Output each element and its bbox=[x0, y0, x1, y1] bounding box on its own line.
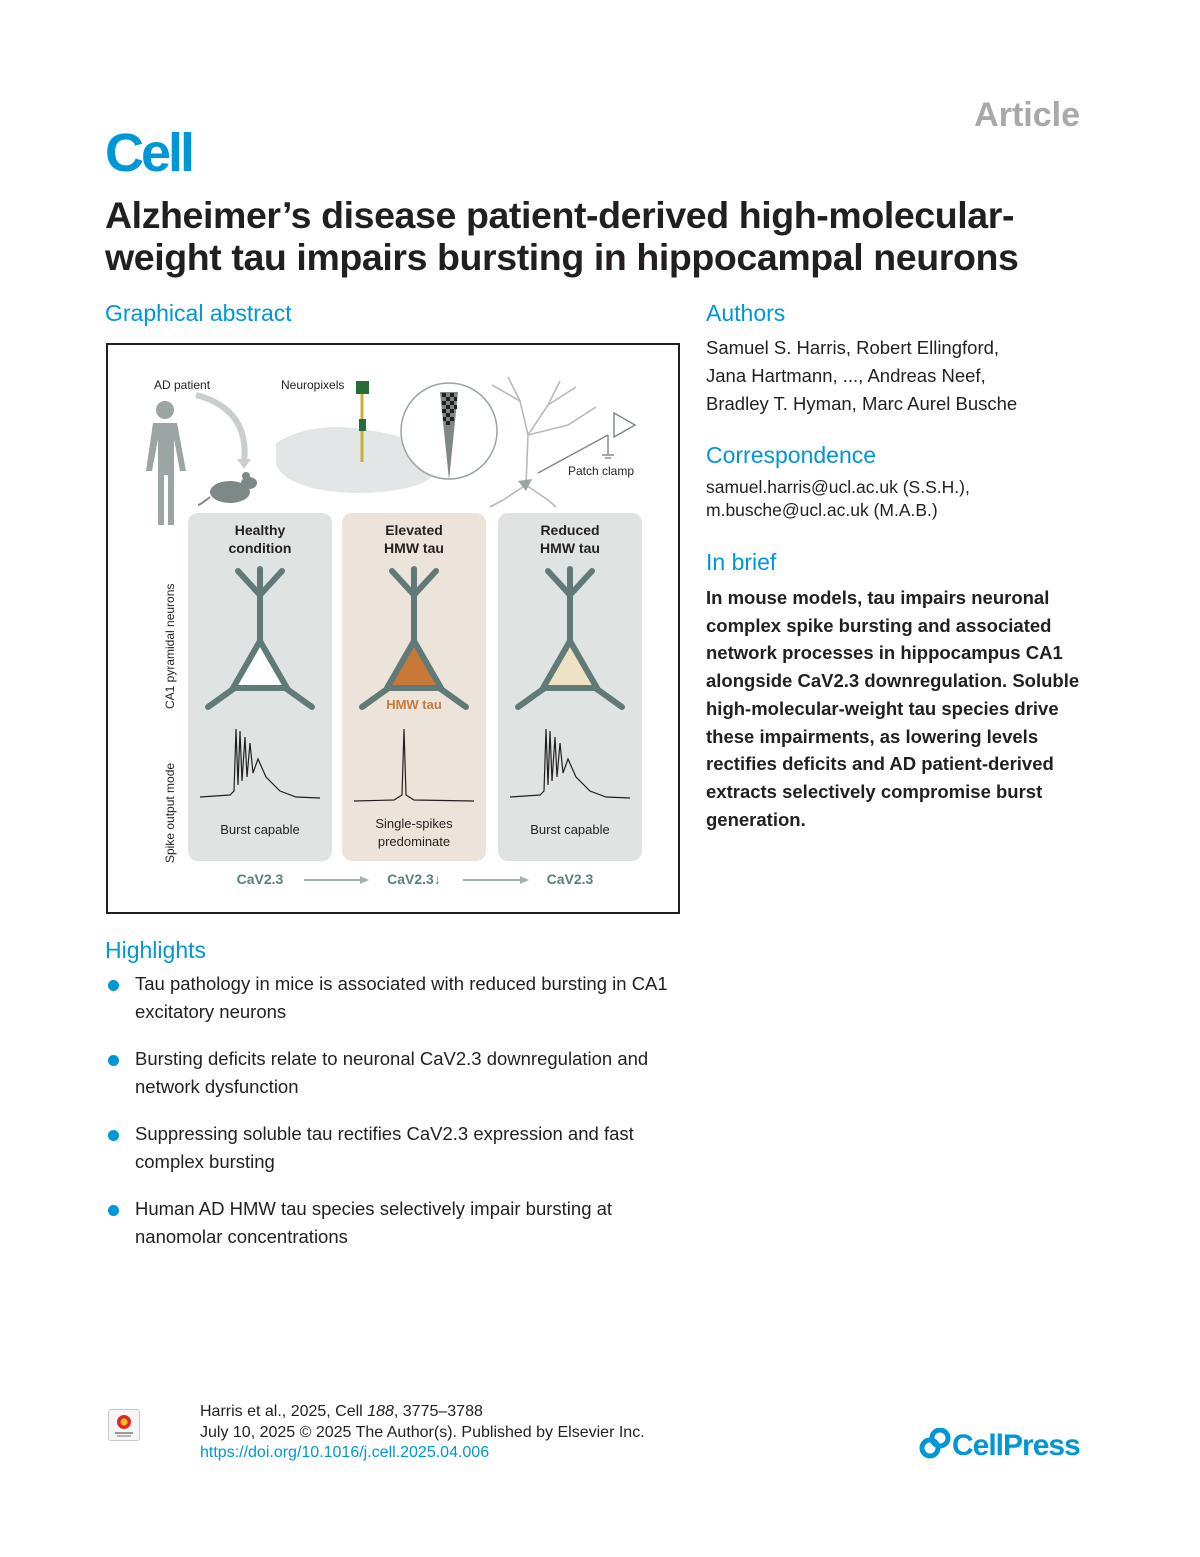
patch-pipette-icon bbox=[537, 434, 609, 474]
mouse-brain-icon bbox=[276, 426, 440, 493]
row-label-neurons: CA1 pyramidal neurons bbox=[163, 584, 177, 709]
authors-heading: Authors bbox=[706, 300, 786, 326]
ad-patient-label: AD patient bbox=[154, 378, 211, 392]
doi-link[interactable]: https://doi.org/10.1016/j.cell.2025.04.0… bbox=[200, 1444, 490, 1461]
correspondence-emails: samuel.harris@ucl.ac.uk (S.S.H.), m.busc… bbox=[706, 476, 1086, 522]
neuron-soma bbox=[540, 638, 600, 691]
cellpress-logo: CellPress bbox=[918, 1427, 1081, 1462]
in-brief-heading: In brief bbox=[706, 549, 777, 575]
burst-trace bbox=[199, 728, 321, 799]
highlights-list: Tau pathology in mice is associated with… bbox=[105, 970, 695, 1270]
citation-line: Harris et al., 2025, Cell 188, 3775–3788 bbox=[200, 1402, 645, 1423]
graphical-abstract-heading: Graphical abstract bbox=[105, 300, 292, 326]
probe-sites-icon bbox=[442, 393, 457, 425]
spike-mode-label: predominate bbox=[378, 834, 450, 849]
citation-prefix: Harris et al., 2025, Cell bbox=[200, 1403, 368, 1420]
correspondence-email[interactable]: m.busche@ucl.ac.uk (M.A.B.) bbox=[706, 500, 938, 520]
highlight-text: Suppressing soluble tau rectifies CaV2.3… bbox=[135, 1123, 634, 1172]
correspondence-email[interactable]: samuel.harris@ucl.ac.uk (S.S.H.), bbox=[706, 477, 970, 497]
patched-neuron-icon bbox=[489, 376, 597, 508]
date-line: July 10, 2025 © 2025 The Author(s). Publ… bbox=[200, 1423, 645, 1441]
journal-logo: Cell bbox=[105, 123, 195, 183]
amplifier-icon bbox=[613, 411, 637, 439]
neuron-soma bbox=[230, 638, 290, 691]
authors-line: Jana Hartmann, ..., Andreas Neef, bbox=[706, 365, 986, 386]
article-type-label: Article bbox=[974, 96, 1080, 134]
highlight-text: Tau pathology in mice is associated with… bbox=[135, 973, 668, 1022]
graphical-abstract-figure: AD patient Neuropixels bbox=[106, 343, 680, 914]
correspondence-heading: Correspondence bbox=[706, 442, 877, 468]
spike-mode-label: Burst capable bbox=[530, 822, 610, 837]
citation-volume: 188 bbox=[367, 1403, 394, 1420]
highlight-text: Bursting deficits relate to neuronal CaV… bbox=[135, 1048, 649, 1097]
bullet-icon bbox=[108, 1205, 119, 1216]
neuron-soma bbox=[384, 638, 444, 691]
cellpress-mark-icon bbox=[919, 1427, 951, 1459]
cellpress-wordmark: CellPress bbox=[952, 1429, 1081, 1462]
panel-title: Healthy bbox=[235, 522, 286, 538]
authors-line: Samuel S. Harris, Robert Ellingford, bbox=[706, 337, 1000, 358]
transfer-arrowhead-icon bbox=[237, 459, 251, 469]
highlight-item: Bursting deficits relate to neuronal CaV… bbox=[105, 1045, 695, 1101]
in-brief-text: In mouse models, tau impairs neuronal co… bbox=[706, 587, 1080, 830]
bullet-icon bbox=[108, 980, 119, 991]
human-silhouette-icon bbox=[146, 401, 186, 525]
authors-list: Samuel S. Harris, Robert Ellingford, Jan… bbox=[706, 334, 1086, 418]
highlight-item: Suppressing soluble tau rectifies CaV2.3… bbox=[105, 1120, 695, 1176]
single-spike-trace bbox=[353, 728, 475, 802]
highlight-item: Human AD HMW tau species selectively imp… bbox=[105, 1195, 695, 1251]
neuropixels-label: Neuropixels bbox=[281, 378, 344, 392]
spike-mode-label: Burst capable bbox=[220, 822, 300, 837]
article-title: Alzheimer’s disease patient-derived high… bbox=[105, 194, 1019, 278]
cav23-label: CaV2.3 bbox=[237, 871, 284, 887]
mouse-icon bbox=[197, 472, 257, 506]
citation-pages: , 3775–3788 bbox=[393, 1403, 483, 1420]
panel-title: Elevated bbox=[385, 522, 443, 538]
authors-line: Bradley T. Hyman, Marc Aurel Busche bbox=[706, 393, 1018, 414]
panel-title: HMW tau bbox=[384, 540, 444, 556]
probe-base-icon bbox=[359, 419, 366, 431]
hmw-tau-label: HMW tau bbox=[386, 697, 442, 712]
probe-head-icon bbox=[356, 381, 369, 394]
patched-soma-icon bbox=[518, 479, 532, 491]
highlight-text: Human AD HMW tau species selectively imp… bbox=[135, 1198, 613, 1247]
transfer-arrow-icon bbox=[195, 392, 248, 464]
row-label-spikes: Spike output mode bbox=[163, 763, 177, 863]
burst-trace bbox=[509, 728, 631, 799]
footer-citation: Harris et al., 2025, Cell 188, 3775–3788… bbox=[200, 1402, 645, 1464]
graphical-abstract-svg: AD patient Neuropixels bbox=[146, 376, 642, 887]
panel-title: HMW tau bbox=[540, 540, 600, 556]
cav23-label: CaV2.3 bbox=[547, 871, 594, 887]
bullet-icon bbox=[108, 1055, 119, 1066]
check-for-updates-icon[interactable] bbox=[108, 1409, 140, 1441]
cav23-label: CaV2.3↓ bbox=[387, 871, 441, 887]
probe-tip-icon bbox=[440, 392, 458, 480]
highlight-item: Tau pathology in mice is associated with… bbox=[105, 970, 695, 1026]
panel-title: condition bbox=[229, 540, 292, 556]
panel-title: Reduced bbox=[540, 522, 599, 538]
bullet-icon bbox=[108, 1130, 119, 1141]
spike-mode-label: Single-spikes bbox=[375, 816, 453, 831]
highlights-heading: Highlights bbox=[105, 937, 206, 963]
patch-clamp-label: Patch clamp bbox=[568, 464, 634, 478]
